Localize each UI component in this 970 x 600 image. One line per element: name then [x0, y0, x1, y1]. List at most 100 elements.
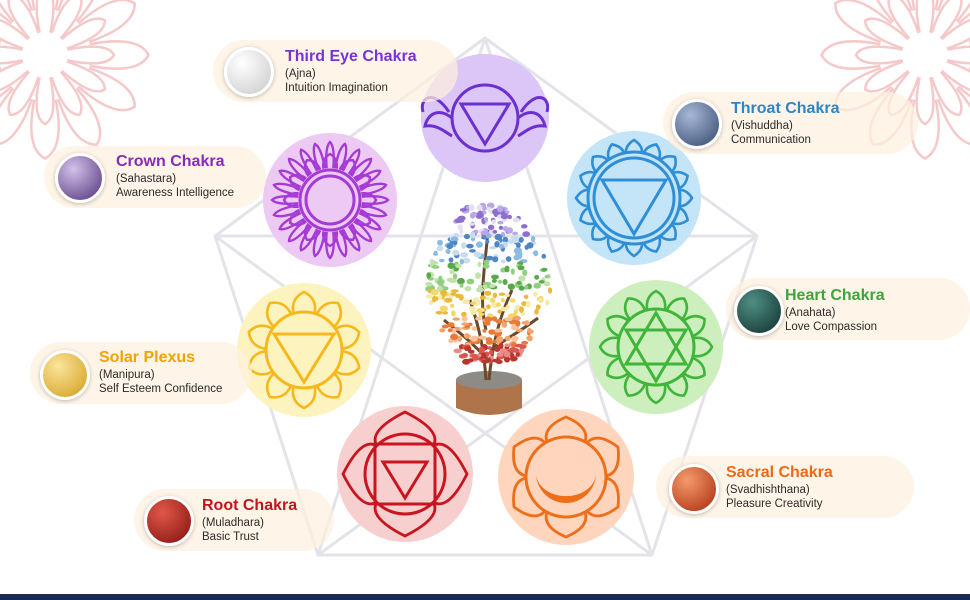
petal — [288, 208, 307, 227]
petal — [7, 0, 40, 40]
petal — [361, 191, 378, 209]
petal — [0, 18, 30, 50]
petal — [303, 223, 322, 242]
gem-chip — [479, 295, 486, 300]
gem-chip — [476, 308, 482, 313]
gem-chip — [535, 304, 541, 310]
petal — [665, 297, 689, 321]
sacral-title: Sacral Chakra — [726, 464, 833, 481]
petal — [544, 415, 588, 443]
gem-chip — [498, 292, 506, 296]
petal — [353, 173, 372, 192]
crown-stone — [55, 153, 105, 203]
root-chakra-symbol — [337, 406, 473, 542]
gem-chip — [493, 211, 498, 217]
petal — [624, 138, 644, 153]
gem-chip — [491, 219, 497, 224]
gem-chip — [515, 328, 524, 333]
petal — [692, 336, 714, 358]
gem-chip — [495, 319, 503, 324]
gem-chip — [478, 312, 485, 316]
gem-chip — [491, 274, 499, 280]
solar-plexus-label: Solar Plexus (Manipura) Self Esteem Conf… — [99, 348, 222, 396]
gem-chip — [517, 265, 525, 271]
gem-chip — [438, 294, 443, 301]
gem-chip — [486, 304, 491, 310]
gem-chip — [544, 274, 550, 279]
gem-chip — [522, 269, 528, 276]
gem-chip — [473, 251, 482, 258]
gem-chip — [510, 235, 519, 240]
gem-chip — [518, 237, 524, 243]
gem-chip — [500, 259, 506, 264]
gem-chip — [522, 231, 531, 238]
petal — [936, 87, 970, 146]
gem-chip — [494, 241, 500, 248]
petal — [854, 45, 903, 65]
gem-chip — [534, 274, 540, 280]
gem-chip — [450, 333, 459, 340]
gem-chip — [470, 211, 478, 217]
petal — [659, 223, 677, 241]
gem-chip — [445, 249, 451, 254]
gem-chip — [523, 294, 529, 299]
gem-chip — [515, 251, 523, 257]
gem-chip — [519, 344, 527, 349]
gem-chip — [483, 259, 490, 265]
gem-chip — [482, 328, 487, 333]
gem-chip — [500, 214, 509, 220]
gem-chip — [506, 227, 513, 234]
third-eye-sanskrit: (Ajna) — [285, 68, 316, 80]
gem-chip — [458, 294, 464, 301]
petal — [265, 301, 293, 328]
gem-chip — [446, 243, 454, 250]
petal — [7, 70, 40, 117]
throat-stone — [672, 99, 722, 149]
gem-chip — [538, 280, 545, 284]
gem-chip — [519, 306, 524, 313]
petal — [321, 231, 339, 248]
gem-chip — [492, 256, 499, 263]
petal — [282, 191, 299, 209]
gem-chip — [482, 263, 490, 269]
gem-chip — [469, 249, 476, 253]
gem-chip — [510, 268, 515, 275]
gem-chip — [482, 281, 489, 286]
throat-sanskrit: (Vishuddha) — [731, 120, 793, 132]
petal — [606, 356, 630, 380]
gem-chip — [518, 275, 526, 282]
gem-chip — [504, 317, 513, 322]
gem-chip — [492, 229, 497, 234]
petal — [863, 60, 910, 93]
gem-chip — [518, 285, 525, 291]
sacral-chakra-symbol — [498, 409, 634, 545]
gem-chip — [543, 281, 551, 287]
gem-chip — [481, 205, 487, 211]
gem-chip — [547, 287, 553, 294]
gem-chip — [461, 311, 467, 317]
heart-meaning: Love Compassion — [785, 321, 878, 333]
gem-chip — [433, 250, 438, 255]
root-sanskrit: (Muladhara) — [202, 517, 264, 529]
petal — [947, 45, 970, 65]
gem-chip — [497, 220, 504, 225]
gem-chip — [484, 216, 489, 223]
gem-chip — [466, 278, 475, 285]
gem-chip — [533, 282, 541, 289]
gem-chip — [468, 322, 473, 326]
gem-chip — [484, 290, 492, 296]
petal — [315, 372, 343, 399]
gem-chip — [504, 265, 510, 273]
petal — [338, 223, 357, 242]
petal — [359, 182, 388, 197]
petal — [432, 442, 469, 506]
petal — [312, 142, 327, 171]
gem-chip — [507, 214, 512, 220]
gem-chip — [447, 322, 455, 328]
gem-chip — [520, 312, 526, 316]
gem-chip — [512, 231, 518, 236]
gem-chip — [425, 281, 433, 287]
gem-chip — [497, 309, 502, 314]
gem-chip — [451, 310, 456, 317]
